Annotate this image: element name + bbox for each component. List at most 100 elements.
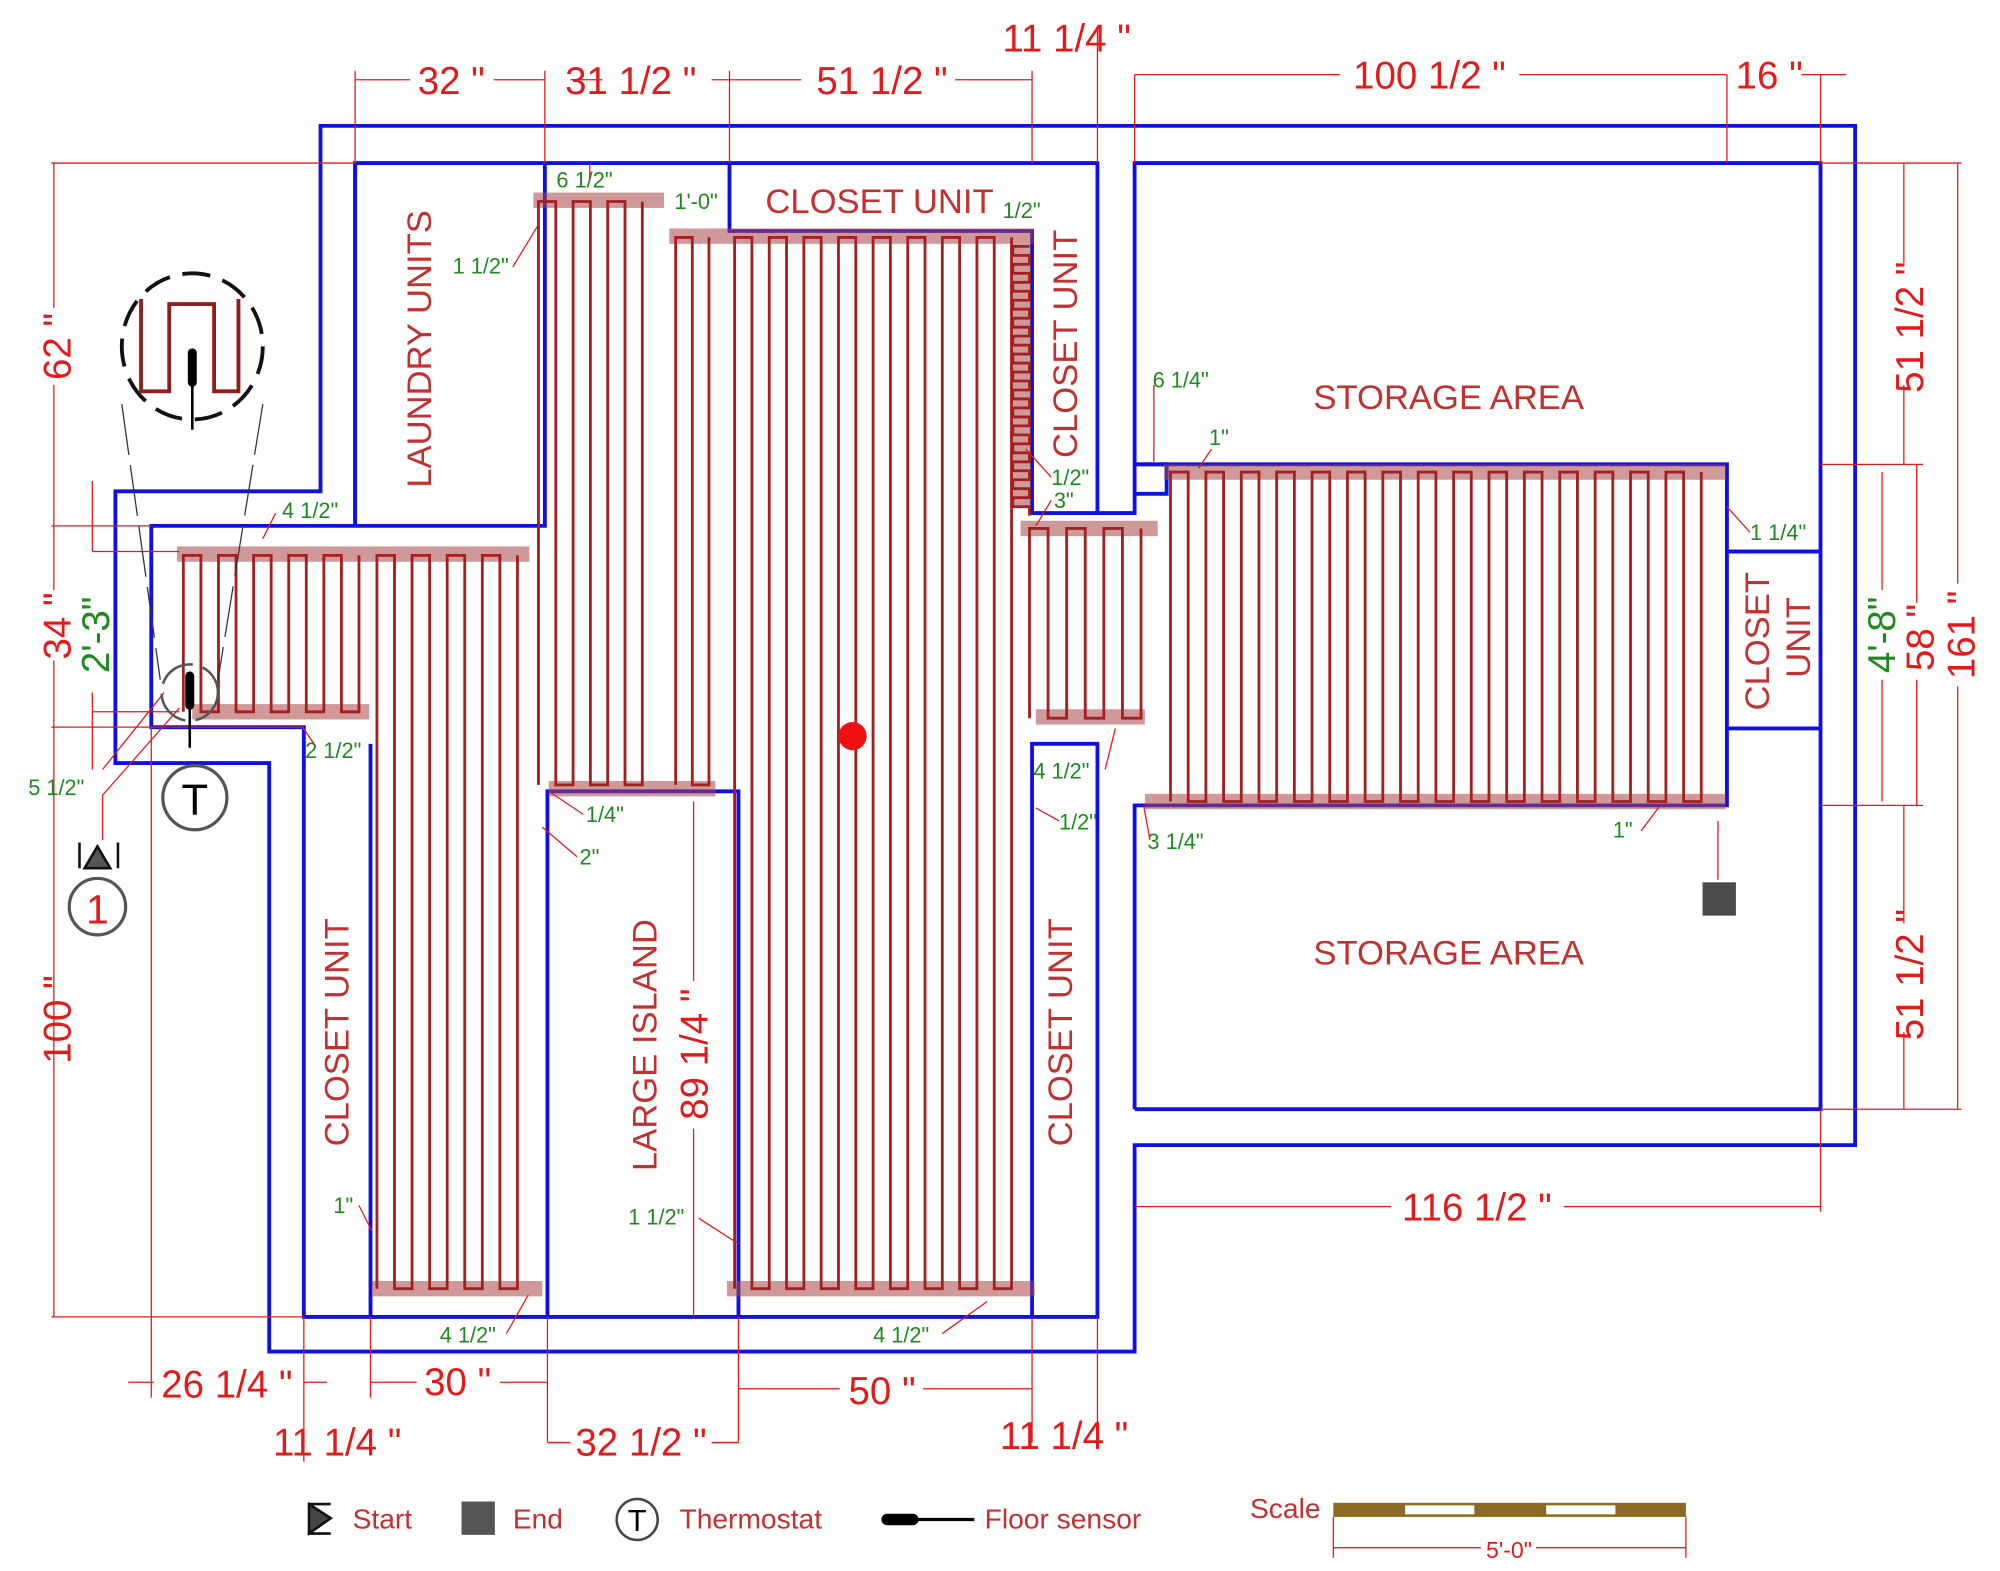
scale-length-label: 5'-0" xyxy=(1486,1537,1532,1563)
dim-line-left xyxy=(51,162,356,1318)
offset-label: 5 1/2" xyxy=(28,775,84,800)
cable-turn-band xyxy=(726,1281,1035,1297)
room-island: LARGE ISLAND xyxy=(626,919,664,1171)
dim-bottom-0: 26 1/4 " xyxy=(161,1364,292,1407)
room-labels: LAUNDRY UNITS CLOSET UNIT CLOSET UNIT ST… xyxy=(319,183,1819,1171)
dim-bottom-1: 30 " xyxy=(424,1361,491,1404)
offset-label: 3 1/4" xyxy=(1147,829,1203,854)
cable-turn-band xyxy=(533,192,665,208)
offset-label: 2" xyxy=(579,844,599,869)
dim-line-bottom xyxy=(128,727,1822,1462)
dim-line-right xyxy=(1820,162,1962,1110)
dim-right-2: 161 " xyxy=(1940,591,1983,680)
heating-cable-run xyxy=(674,236,711,787)
dimension-lines xyxy=(51,25,1962,1462)
room-closet-top-right: CLOSET UNIT xyxy=(1047,230,1085,458)
heating-cable-run xyxy=(181,553,361,714)
dimension-labels: 32 " 31 1/2 " 51 1/2 " 11 1/4 " 100 1/2 … xyxy=(37,18,1984,1465)
room-closet-mid: CLOSET UNIT xyxy=(1042,918,1080,1146)
thermostat-letter: T xyxy=(182,776,209,824)
offset-label: 1 1/4" xyxy=(1750,520,1806,545)
sensor-location-circle xyxy=(160,663,220,723)
offset-label: 1 1/2" xyxy=(453,253,509,278)
room-closet-left: CLOSET UNIT xyxy=(319,918,357,1146)
heating-cable-run xyxy=(733,236,1013,1291)
offset-label: 2 1/2" xyxy=(305,738,361,763)
dim-left-2: 100 " xyxy=(37,975,80,1064)
legend-thermostat-letter: T xyxy=(628,1503,647,1538)
heating-cable-run xyxy=(1169,470,1703,803)
scale-bar-segment xyxy=(1405,1505,1475,1515)
heating-cable-run xyxy=(1028,527,1143,720)
room-storage-top: STORAGE AREA xyxy=(1313,379,1584,417)
dim-left-1: 34 " xyxy=(37,592,80,659)
heating-cable xyxy=(181,200,1703,1291)
center-point-marker xyxy=(838,722,867,751)
dim-right-1: 58 " xyxy=(1899,604,1942,671)
dim-storage-width: 116 1/2 " xyxy=(1402,1187,1552,1230)
detail-cable-icon xyxy=(139,298,241,394)
dim-right-0: 51 1/2 " xyxy=(1889,262,1932,393)
dim-line-top xyxy=(354,25,1847,164)
offset-label: 1" xyxy=(333,1193,353,1218)
legend-scale-label: Scale xyxy=(1250,1492,1321,1524)
room-closet-right-1: CLOSET xyxy=(1739,572,1777,710)
offset-leaders xyxy=(101,163,1751,1335)
dim-island-length: 89 1/4 " xyxy=(674,988,717,1119)
dim-top-0: 32 " xyxy=(418,60,485,103)
offset-label: 1/2" xyxy=(1059,810,1097,835)
heating-cable-run xyxy=(1011,244,1031,516)
legend-thermostat-icon xyxy=(615,1497,659,1542)
scale-bar xyxy=(1333,1502,1686,1517)
dim-top-4: 100 1/2 " xyxy=(1353,55,1506,98)
room-closet-top: CLOSET UNIT xyxy=(765,183,993,221)
offset-label: 3" xyxy=(1054,488,1074,513)
legend-end-label: End xyxy=(513,1502,563,1534)
offset-label: 1/4" xyxy=(586,802,624,827)
legend-floor-sensor-label: Floor sensor xyxy=(985,1502,1142,1534)
dim-right-green: 4'-8" xyxy=(1861,597,1904,674)
offset-label: 1" xyxy=(1613,817,1633,842)
offset-label: 6 1/2" xyxy=(556,167,612,192)
dim-bottom-5: 11 1/4 " xyxy=(1000,1415,1128,1458)
legend-start-label: Start xyxy=(353,1502,413,1534)
zone-number: 1 xyxy=(86,886,109,932)
detail-leader xyxy=(217,403,264,680)
dim-right-3: 51 1/2 " xyxy=(1889,909,1932,1040)
offset-labels: 6 1/2" 1'-0" 1/2" 1 1/2" 4 1/2" 2 1/2" 5… xyxy=(28,163,1806,1348)
offset-label: 4 1/2" xyxy=(873,1323,929,1348)
dim-left-0: 62 " xyxy=(37,313,80,380)
thermostat-icon xyxy=(161,764,229,832)
dim-top-2: 51 1/2 " xyxy=(816,60,947,103)
cable-turn-band xyxy=(1164,464,1726,480)
offset-label: 1/2" xyxy=(1003,198,1041,223)
offset-label: 4 1/2" xyxy=(440,1323,496,1348)
offset-label: 1 1/2" xyxy=(628,1205,684,1230)
detail-leader xyxy=(121,404,161,680)
scale-dim-line xyxy=(1332,1516,1687,1558)
zone-marker-circle xyxy=(67,876,128,937)
offset-label: 1'-0" xyxy=(674,189,717,214)
offset-label: 6 1/4" xyxy=(1153,367,1209,392)
detail-bubble-icon xyxy=(119,271,265,422)
offset-label: 4 1/2" xyxy=(1033,758,1089,783)
offset-label: 1/2" xyxy=(1051,465,1089,490)
dim-bottom-3: 11 1/4 " xyxy=(273,1421,401,1464)
start-marker-icon xyxy=(78,842,120,870)
legend-start-icon xyxy=(307,1501,334,1537)
inner-wall-left xyxy=(149,163,1100,1319)
legend: Start End T Thermostat Floor sensor Scal… xyxy=(307,1492,1687,1563)
room-closet-right-2: UNIT xyxy=(1780,597,1818,678)
cable-turn-band xyxy=(176,546,530,562)
room-laundry: LAUNDRY UNITS xyxy=(401,210,439,488)
dim-top-1: 31 1/2 " xyxy=(565,60,696,103)
dim-top-5: 16 " xyxy=(1736,55,1803,98)
legend-thermostat-label: Thermostat xyxy=(679,1502,822,1534)
scale-bar-segment xyxy=(1546,1505,1616,1515)
room-storage-bottom: STORAGE AREA xyxy=(1313,934,1584,972)
dim-bottom-2: 50 " xyxy=(848,1370,915,1413)
inner-wall xyxy=(353,161,1823,1112)
end-marker-icon xyxy=(1702,882,1736,916)
heating-cable-run xyxy=(375,553,519,1291)
